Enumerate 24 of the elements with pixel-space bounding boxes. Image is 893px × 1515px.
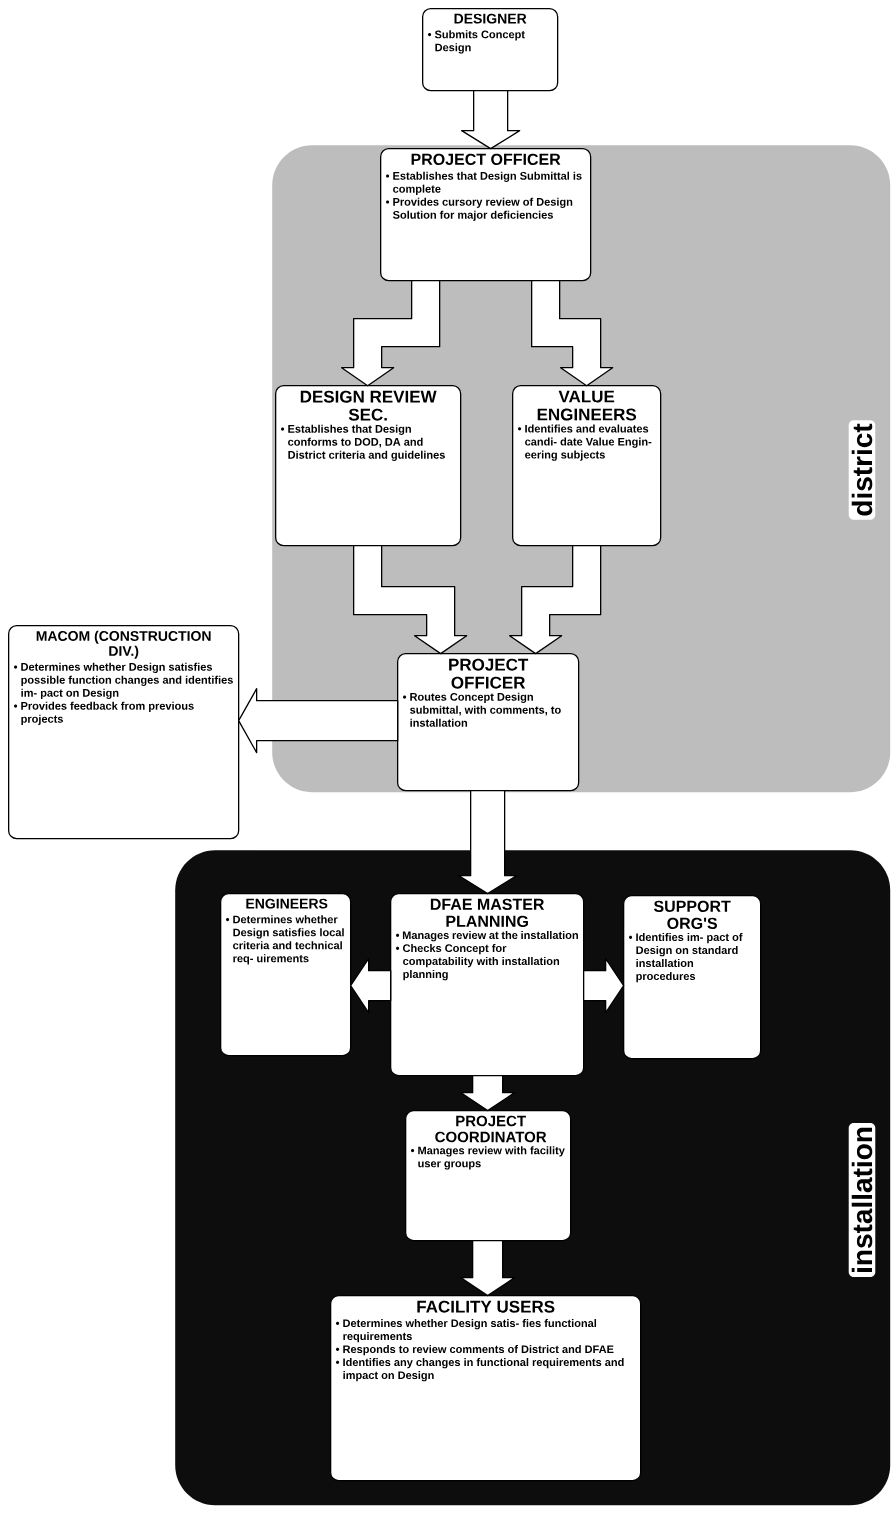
- process-box: DFAE MASTER PLANNING • Manages review at the installation • Checks Concept for compatability with installation planning: [390, 893, 585, 1077]
- block-arrow: [460, 1075, 516, 1112]
- process-box: DESIGNER • Submits Concept Design: [422, 8, 559, 92]
- process-box: ENGINEERS • Determines whether Design satisfies local criteria and technical req- uirements: [220, 893, 352, 1057]
- zone-label: district: [848, 420, 876, 520]
- block-arrow: [531, 280, 614, 387]
- block-arrow: [341, 280, 441, 387]
- block-arrow: [458, 790, 518, 895]
- block-arrow: [350, 958, 392, 1014]
- block-arrow: [509, 545, 602, 655]
- block-arrow: [353, 545, 468, 655]
- process-box: VALUE ENGINEERS • Identifies and evaluates candi- date Value Engin- eering subjects: [512, 385, 662, 547]
- process-box: SUPPORT ORG'S • Identifies im- pact of Design on standard installation procedures: [623, 895, 762, 1060]
- block-arrow: [461, 90, 521, 150]
- process-box: MACOM (CONSTRUCTION DIV.) • Determines whether Design satisfies possible function changes and identifies im- pact on Design • Provides feedback from previous projects: [8, 625, 240, 840]
- block-arrow: [460, 1240, 516, 1297]
- process-box: PROJECT OFFICER • Establishes that Design Submittal is complete • Provides cursory review of Design Solution for major deficiencies: [380, 148, 592, 282]
- block-arrow: [238, 688, 399, 754]
- block-arrow: [583, 958, 625, 1014]
- process-box: FACILITY USERS • Determines whether Design satis- fies functional requirements • Responds to review comments of District and DFAE • Identifies any changes in functional requirements and impact on Design: [330, 1295, 642, 1482]
- process-box: DESIGN REVIEW SEC. • Establishes that Design conforms to DOD, DA and District criteria and guidelines: [275, 385, 462, 547]
- process-box: PROJECT OFFICER • Routes Concept Design submittal, with comments, to installation: [397, 653, 580, 792]
- process-box: PROJECT COORDINATOR • Manages review with facility user groups: [405, 1110, 572, 1242]
- zone-label: installation: [848, 1123, 876, 1277]
